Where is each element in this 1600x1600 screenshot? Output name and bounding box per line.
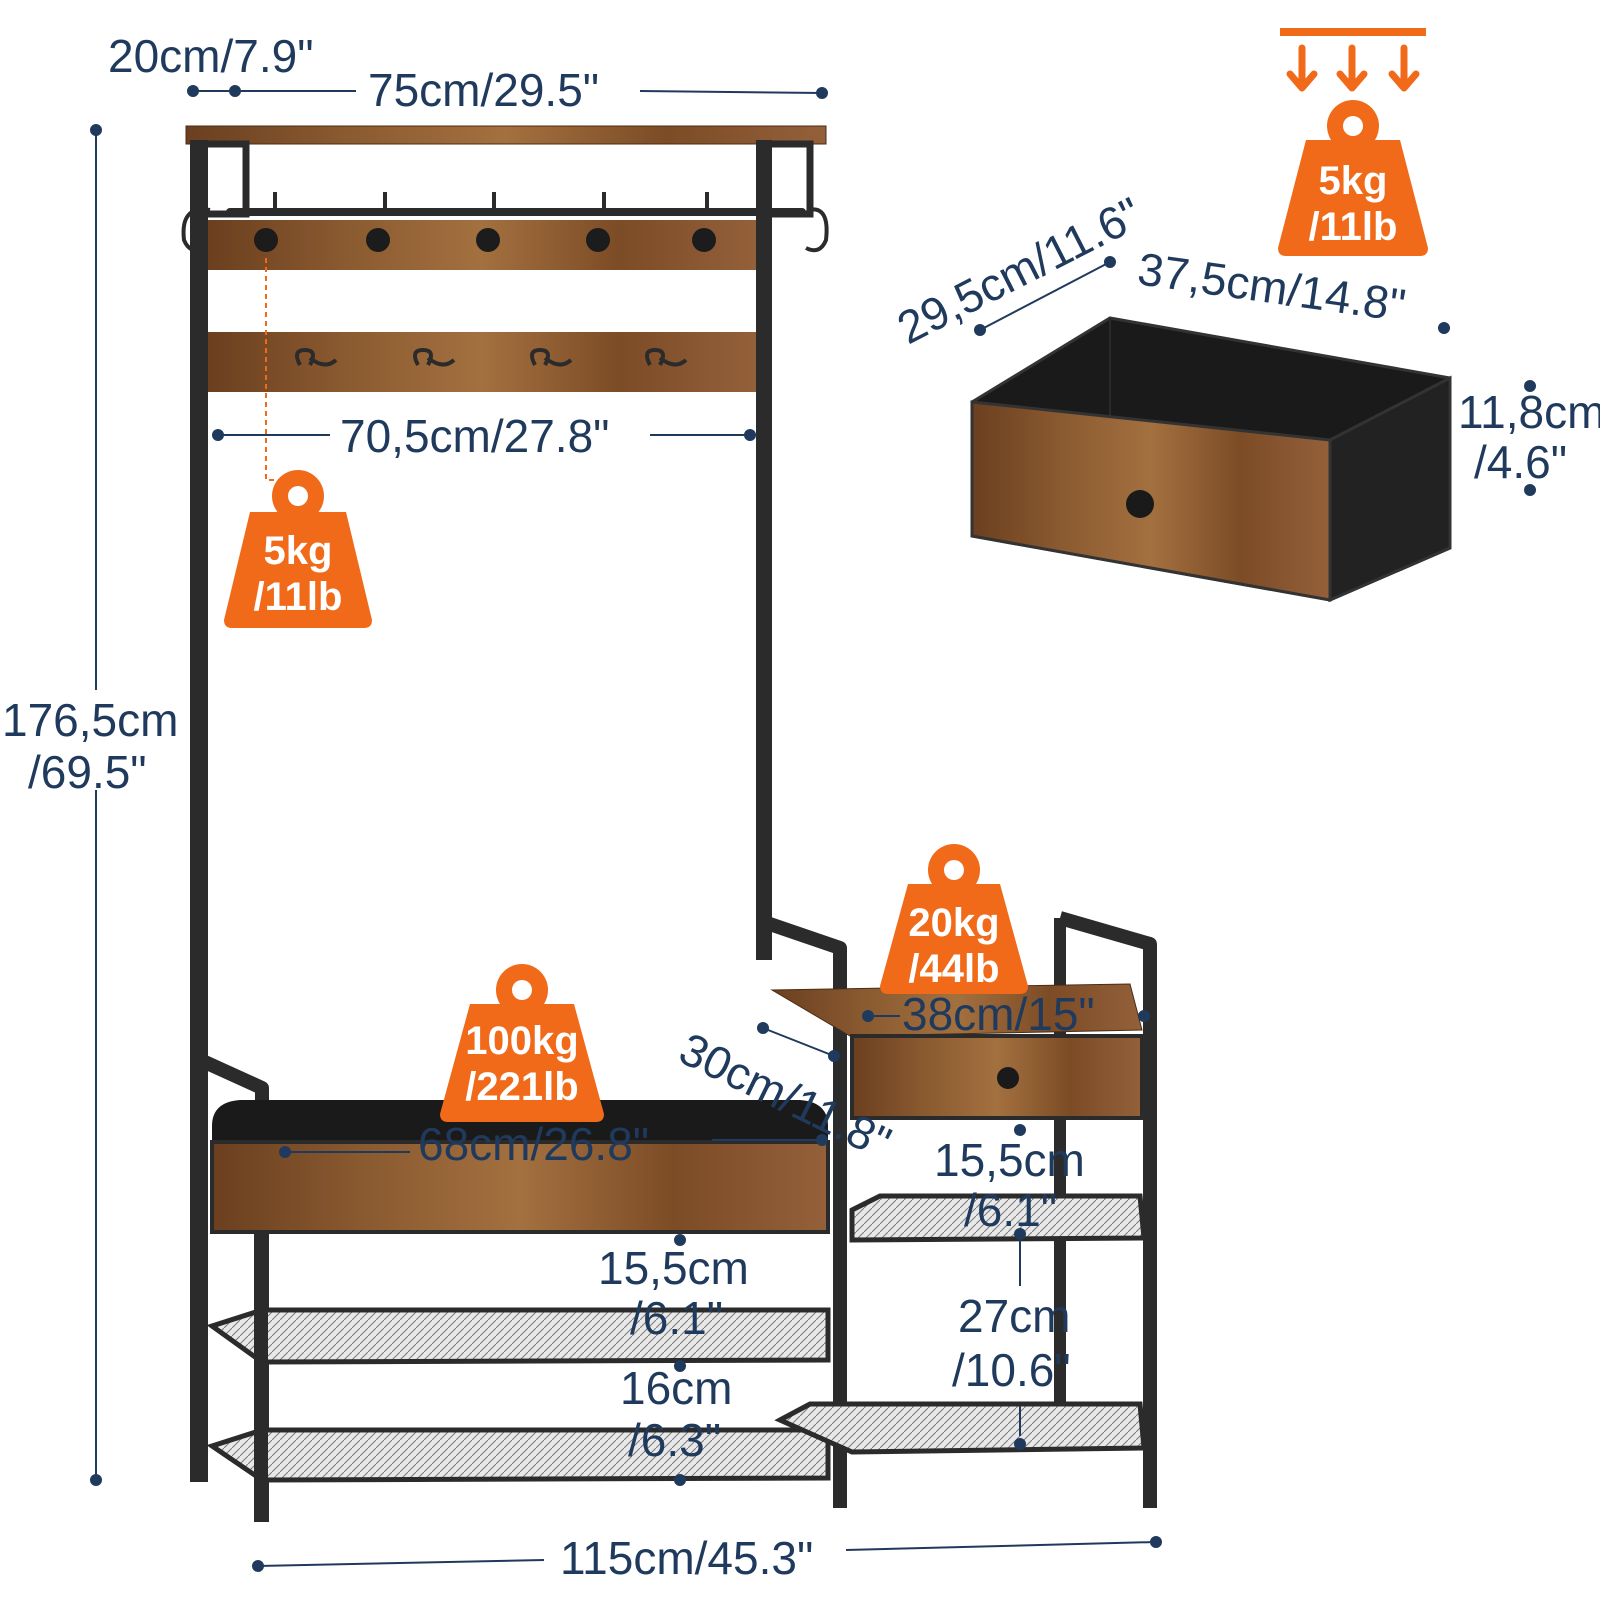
top-shelf: [185, 125, 827, 145]
hanging-rail: [226, 208, 806, 216]
dim-drawer-height-cm: 11,8cm: [1458, 386, 1600, 438]
weight-hooks-lb: /11lb: [254, 575, 343, 619]
weight-icon: [1278, 100, 1428, 256]
dim-side-gap1-cm: 15,5cm: [934, 1134, 1085, 1186]
dim-top-width: 75cm/29.5": [368, 64, 599, 116]
dim-bench-gap1-in: /6.1": [630, 1292, 723, 1344]
pressure-bar: [1280, 28, 1426, 36]
side-shoe-shelf-upper: [849, 1193, 1147, 1243]
bench-cushion: [212, 1100, 828, 1146]
hook-icon: [412, 347, 456, 367]
down-arrow-icon: [1286, 44, 1420, 92]
hall-tree: [181, 125, 1157, 1522]
weight-icon: [224, 470, 372, 628]
bench-front-leg: [254, 1232, 268, 1522]
fabric-drawer-illustration: [970, 316, 1452, 603]
dim-inner-width: 70,5cm/27.8": [340, 410, 610, 462]
hook-weight-leader: [265, 258, 296, 481]
upright-left: [190, 140, 208, 1482]
hook-icon: [181, 207, 211, 253]
knob-icon: [1126, 490, 1154, 518]
weight-bench-lb: /221lb: [465, 1065, 578, 1109]
side-drawer: [850, 1034, 1144, 1120]
side-shoe-shelf-lower: [774, 1401, 1147, 1455]
panel-double-hooks: [294, 347, 688, 367]
drawer-side: [1328, 375, 1452, 603]
dim-side-top-width: 38cm/15": [902, 988, 1095, 1040]
upright-right: [756, 140, 772, 960]
weight-drawer-kg: 5kg: [1319, 159, 1388, 203]
hook-icon: [366, 228, 390, 252]
side-armrest: [1058, 911, 1157, 1508]
weight-bench-kg: 100kg: [465, 1019, 578, 1063]
knob-icon: [997, 1067, 1019, 1089]
weight-icon: [880, 844, 1028, 994]
hook-icon: [529, 347, 573, 367]
bench-front-panel: [210, 1140, 830, 1234]
bench-armrest-right: [761, 915, 847, 1508]
weight-drawer-lb: /11lb: [1309, 205, 1398, 249]
bench-shoe-shelf-lower: [206, 1427, 831, 1483]
weight-icon: [440, 964, 604, 1122]
dim-total-height-cm: 176,5cm: [2, 694, 178, 746]
weight-badge-side: 20kg /44lb: [880, 844, 1028, 994]
weight-hooks-kg: 5kg: [264, 529, 333, 573]
weight-badge-hooks: 5kg /11lb: [224, 470, 372, 628]
hook-icon: [644, 347, 688, 367]
dim-top-depth: 20cm/7.9": [108, 30, 314, 82]
bench-shoe-shelf-upper: [206, 1307, 831, 1365]
dim-side-gap2-cm: 27cm: [958, 1290, 1070, 1342]
rail-hooks: [273, 192, 709, 210]
dim-total-width: 115cm/45.3": [560, 1532, 813, 1584]
hook-icon: [254, 228, 278, 252]
weight-side-kg: 20kg: [908, 901, 999, 945]
hook-icon: [294, 347, 338, 367]
dim-side-gap2-in: /10.6": [952, 1344, 1071, 1396]
weight-badge-bench: 100kg /221lb: [440, 964, 604, 1122]
hook-icon: [476, 228, 500, 252]
dim-bench-gap1-cm: 15,5cm: [598, 1242, 749, 1294]
panel-round-hooks: [254, 228, 716, 252]
dim-total-height-in: /69.5": [28, 746, 147, 798]
dimension-labels: 20cm/7.9" 75cm/29.5" 176,5cm /69.5" 70,5…: [2, 30, 1600, 1584]
hook-icon: [805, 207, 829, 253]
weight-side-lb: /44lb: [908, 947, 999, 991]
hook-panel-lower: [208, 332, 756, 392]
dim-side-gap1-in: /6.1": [964, 1184, 1057, 1236]
dim-seat-width: 68cm/26.8": [418, 1118, 649, 1170]
dim-drawer-height-in: /4.6": [1474, 436, 1567, 488]
dim-bench-gap2-cm: 16cm: [620, 1362, 732, 1414]
dim-bench-gap2-in: /6.3": [628, 1414, 721, 1466]
weight-badge-drawer: 5kg /11lb: [1278, 28, 1428, 256]
hook-icon: [692, 228, 716, 252]
dimension-lines: [90, 85, 1536, 1572]
hook-icon: [586, 228, 610, 252]
